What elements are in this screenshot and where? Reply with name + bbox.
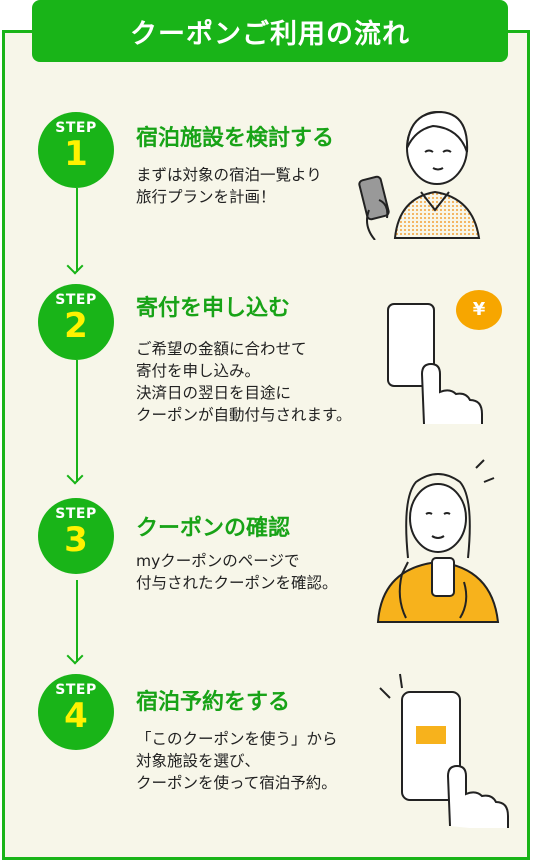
connector-line [76,188,78,272]
desc-line: 対象施設を選び、 [136,752,261,770]
yen-icon: ¥ [472,299,486,320]
connector-line [76,360,78,482]
step-title-2: 寄付を申し込む [136,296,291,321]
step-label: STEP [55,682,97,698]
desc-line: myクーポンのページで [136,552,300,570]
desc-line: 寄付を申し込み。 [136,362,261,380]
step-desc-4: 「このクーポンを使う」から 対象施設を選び、 クーポンを使って宿泊予約。 [136,728,338,794]
phone-tap-illustration [387,303,483,425]
desc-line: クーポンを使って宿泊予約。 [136,774,337,792]
desc-line: ご希望の金額に合わせて [136,340,307,358]
page-title: クーポンご利用の流れ [32,0,508,62]
desc-line: 旅行プランを計画！ [136,188,276,206]
desc-line: まずは対象の宿泊一覧より [136,166,322,184]
step-number: 4 [64,696,88,736]
step-badge-1: STEP 1 [38,112,114,188]
woman-phone-illustration [358,110,481,240]
woman-checking-phone-illustration [376,459,500,623]
step-title-3: クーポンの確認 [136,516,291,541]
step-title-1: 宿泊施設を検討する [136,126,335,151]
step-label: STEP [55,120,97,136]
desc-line: 決済日の翌日を目途に [136,384,292,402]
step-desc-2: ご希望の金額に合わせて 寄付を申し込み。 決済日の翌日を目途に クーポンが自動付… [136,338,351,426]
step-badge-3: STEP 3 [38,498,114,574]
desc-line: クーポンが自動付与されます。 [136,406,352,424]
step-badge-4: STEP 4 [38,674,114,750]
yen-bubble: ¥ [456,290,502,330]
desc-line: 「このクーポンを使う」から [136,730,338,748]
step-badge-2: STEP 2 [38,284,114,360]
step-number: 2 [64,306,88,346]
step-number: 3 [64,520,88,560]
step-label: STEP [55,506,97,522]
step-desc-3: myクーポンのページで 付与されたクーポンを確認。 [136,550,338,594]
phone-coupon-tap-illustration [379,673,509,828]
connector-line [76,580,78,662]
desc-line: 付与されたクーポンを確認。 [136,574,338,592]
step-label: STEP [55,292,97,308]
step-desc-1: まずは対象の宿泊一覧より 旅行プランを計画！ [136,164,322,208]
step-number: 1 [64,134,88,174]
step-title-4: 宿泊予約をする [136,690,291,715]
